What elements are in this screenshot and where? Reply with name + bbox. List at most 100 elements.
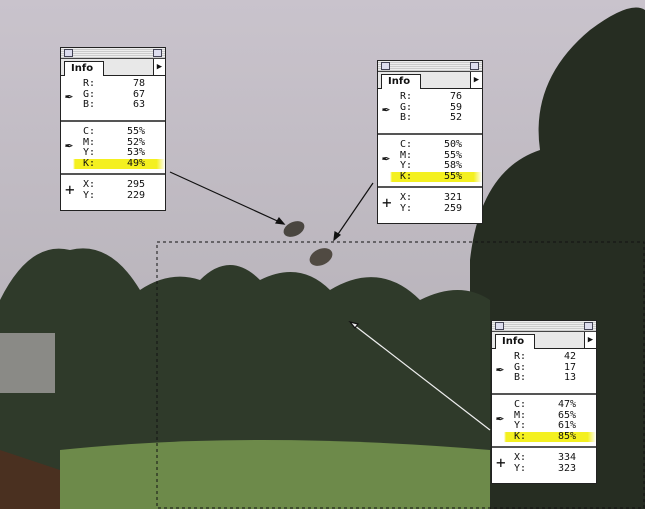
rgb-row: B: 63 <box>61 99 165 111</box>
channel-label: X: <box>400 192 413 203</box>
channel-value: 47% <box>557 399 576 410</box>
channel-label: R: <box>83 78 96 89</box>
channel-label: C: <box>83 126 96 137</box>
eyedropper-icon[interactable]: ✒ <box>496 411 504 426</box>
xy-row: X: 334 <box>492 452 596 464</box>
palette-titlebar[interactable] <box>378 61 482 72</box>
zoom-box-icon[interactable] <box>470 62 479 70</box>
channel-label: B: <box>83 99 96 110</box>
channel-label: Y: <box>400 160 413 171</box>
cmyk-row: M: 55% <box>378 149 482 162</box>
channel-value: 61% <box>557 420 576 431</box>
channel-label: Y: <box>83 147 96 158</box>
cmyk-row: K: 49% <box>61 157 165 169</box>
cmyk-row: K: 55% <box>378 170 482 182</box>
lawn <box>60 440 490 509</box>
rgb-row: G:17 <box>492 361 596 374</box>
channel-value: 76 <box>449 91 462 102</box>
channel-label: Y: <box>514 462 527 474</box>
palette-menu-arrow-icon[interactable]: ▶ <box>584 332 596 348</box>
cmyk-row: Y: 61% <box>492 420 596 432</box>
channel-value: 42 <box>563 351 576 362</box>
eyedropper-icon[interactable]: ✒ <box>382 102 390 117</box>
channel-label: K: <box>83 157 96 169</box>
tab-info[interactable]: Info <box>381 74 421 89</box>
cmyk-row: K: 85% <box>492 430 596 442</box>
channel-value: 78 <box>132 78 145 89</box>
channel-label: X: <box>514 452 527 463</box>
channel-label: R: <box>400 91 413 102</box>
channel-label: M: <box>83 136 96 148</box>
channel-value: 52 <box>449 112 462 123</box>
channel-label: M: <box>514 409 527 421</box>
palette-titlebar[interactable] <box>492 321 596 332</box>
channel-label: K: <box>514 430 527 442</box>
channel-label: G: <box>514 361 527 373</box>
crosshair-icon: + <box>65 180 75 199</box>
rgb-row: B: 13 <box>492 372 596 384</box>
channel-value: 67 <box>132 88 145 100</box>
eyedropper-icon[interactable]: ✒ <box>382 151 390 166</box>
annotation-arrows <box>169 171 491 431</box>
channel-label: B: <box>514 372 527 383</box>
channel-value: 55% <box>126 126 145 137</box>
rgb-row: G: 67 <box>61 88 165 101</box>
cmyk-row: C:47% <box>492 399 596 411</box>
channel-label: G: <box>400 101 413 113</box>
rgb-row: R: 42 <box>492 351 596 363</box>
xy-row: Y:229 <box>61 189 165 202</box>
ufo-object-1 <box>283 221 305 237</box>
zoom-box-icon[interactable] <box>153 49 162 57</box>
marquee-selection[interactable] <box>156 241 645 509</box>
cmyk-row: C: 50% <box>378 139 482 151</box>
channel-value: 321 <box>443 192 462 203</box>
palette-titlebar[interactable] <box>61 48 165 59</box>
channel-value: 259 <box>443 202 462 214</box>
close-box-icon[interactable] <box>64 49 73 57</box>
eyedropper-icon[interactable]: ✒ <box>65 138 73 153</box>
xy-row: X: 295 <box>61 179 165 191</box>
close-box-icon[interactable] <box>381 62 390 70</box>
channel-label: G: <box>83 88 96 100</box>
channel-value: 13 <box>563 372 576 383</box>
tab-info[interactable]: Info <box>495 334 535 349</box>
cmyk-row: C: 55% <box>61 126 165 138</box>
channel-label: Y: <box>514 420 527 431</box>
rgb-row: B: 52 <box>378 112 482 124</box>
channel-value: 49% <box>126 157 145 169</box>
channel-value: 63 <box>132 99 145 110</box>
palette-menu-arrow-icon[interactable]: ▶ <box>470 72 482 88</box>
rgb-row: R: 76 <box>378 91 482 103</box>
xy-row: Y:323 <box>492 462 596 475</box>
channel-label: B: <box>400 112 413 123</box>
channel-value: 58% <box>443 160 462 171</box>
channel-label: M: <box>400 149 413 161</box>
crosshair-icon: + <box>382 193 392 212</box>
channel-value: 85% <box>557 430 576 442</box>
shed <box>0 333 55 393</box>
zoom-box-icon[interactable] <box>584 322 593 330</box>
eyedropper-icon[interactable]: ✒ <box>496 362 504 377</box>
channel-label: X: <box>83 179 96 190</box>
woodpile <box>0 450 60 509</box>
tab-info[interactable]: Info <box>64 61 104 76</box>
channel-value: 334 <box>557 452 576 463</box>
channel-value: 55% <box>443 149 462 161</box>
channel-value: 55% <box>443 170 462 182</box>
channel-value: 229 <box>126 189 145 201</box>
channel-value: 50% <box>443 139 462 150</box>
channel-value: 295 <box>126 179 145 190</box>
channel-label: Y: <box>400 202 413 214</box>
channel-label: K: <box>400 170 413 182</box>
channel-value: 59 <box>449 101 462 113</box>
palette-menu-arrow-icon[interactable]: ▶ <box>153 59 165 75</box>
eyedropper-icon[interactable]: ✒ <box>65 89 73 104</box>
channel-label: R: <box>514 351 527 362</box>
channel-label: C: <box>400 139 413 150</box>
ufo-object-2 <box>309 248 333 266</box>
close-box-icon[interactable] <box>495 322 504 330</box>
